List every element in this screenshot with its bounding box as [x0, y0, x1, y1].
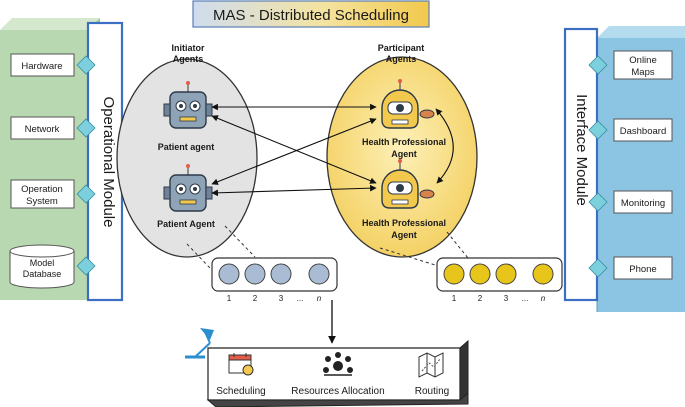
desk-lamp-icon [185, 328, 214, 359]
participant-queue-slot-2 [469, 263, 491, 285]
online-maps-box [613, 50, 673, 80]
participant-queue-label-ellipsis: ... [522, 294, 529, 303]
health-professional-label-1-line2: Agent [391, 149, 417, 159]
map-icon [418, 352, 444, 378]
phone-box [613, 256, 673, 280]
participant-group: Participant Agents Health Professional A… [326, 43, 478, 258]
agent-connections [211, 103, 454, 197]
operation-system-label-line1: Operation [21, 184, 63, 195]
service-resources-allocation-label: Resources Allocation [291, 386, 384, 397]
participant-queue-label-2: 2 [478, 294, 483, 303]
participant-queue-slot-1 [443, 263, 465, 285]
monitoring-label: Monitoring [621, 198, 665, 209]
participant-queue: 1 2 3 ... n [436, 257, 563, 303]
dashboard-label: Dashboard [620, 126, 666, 137]
participant-queue-slot-n [532, 263, 554, 285]
initiator-queue-slot-2 [244, 263, 266, 285]
health-professional-label-2-line2: Agent [391, 230, 417, 240]
network-box [10, 116, 75, 140]
model-database-label-line2: Database [23, 269, 62, 279]
initiator-queue-label-n: n [317, 294, 322, 303]
patient-robot-icon-2 [163, 164, 213, 212]
initiator-queue-slot-3 [270, 263, 292, 285]
resources-network-icon [323, 352, 353, 376]
operation-system-box [10, 179, 75, 209]
initiator-queue-label-1: 1 [227, 294, 232, 303]
arrow-hp1-hp2 [435, 108, 454, 184]
hardware-label: Hardware [21, 61, 62, 72]
initiator-queue-slot-1 [218, 263, 240, 285]
model-database-label-line1: Model [30, 258, 55, 268]
online-maps-label-line1: Online [629, 55, 656, 66]
health-professional-label-1-line1: Health Professional [362, 137, 446, 147]
participant-heading-line1: Participant [378, 43, 425, 53]
participant-queue-label-n: n [541, 294, 546, 303]
initiator-queue-slot-n [308, 263, 330, 285]
patient-agent-label-1: Patient agent [158, 142, 215, 152]
operational-module: Operational Module Hardware Network Oper… [0, 18, 124, 302]
online-maps-label-line2: Maps [631, 67, 654, 78]
operational-module-label: Operational Module [100, 97, 117, 228]
interface-module-label: Interface Module [573, 94, 590, 206]
patient-agent-label-2: Patient Agent [157, 219, 215, 229]
initiator-heading-line1: Initiator [172, 43, 205, 53]
operation-system-label-line2: System [26, 196, 58, 207]
database-icon [9, 244, 75, 289]
initiator-queue: 1 2 3 ... n [211, 257, 338, 303]
health-professional-robot-icon-1 [381, 79, 435, 129]
dashboard-box [613, 118, 673, 142]
service-routing-label: Routing [415, 386, 449, 397]
health-professional-robot-icon-2 [381, 159, 435, 209]
participant-queue-slot-3 [495, 263, 517, 285]
phone-label: Phone [629, 264, 656, 275]
initiator-heading-line2: Agents [173, 54, 204, 64]
operational-module-frame [86, 21, 124, 302]
interface-module: Interface Module Online Maps Dashboard M… [563, 26, 685, 312]
participant-queue-label-1: 1 [452, 294, 457, 303]
connector-diamonds-right [588, 55, 608, 278]
service-scheduling-label: Scheduling [216, 386, 265, 397]
initiator-queue-label-ellipsis: ... [297, 294, 304, 303]
health-professional-label-2-line1: Health Professional [362, 218, 446, 228]
queue-connectors [186, 225, 469, 269]
initiator-queue-label-3: 3 [279, 294, 284, 303]
network-label: Network [25, 124, 60, 135]
interface-module-frame [563, 27, 599, 302]
patient-robot-icon-1 [163, 81, 213, 129]
services-panel: Scheduling Resources Allocation Routing [185, 328, 469, 407]
hardware-box [10, 53, 75, 77]
connector-diamonds-left [76, 55, 96, 276]
participant-heading-line2: Agents [386, 54, 417, 64]
calendar-icon [228, 353, 254, 376]
arrow-patient2-hp1 [211, 118, 377, 185]
title-banner: MAS - Distributed Scheduling [192, 0, 430, 28]
participant-queue-label-3: 3 [504, 294, 509, 303]
initiator-group: Initiator Agents Patient agent Patient A… [116, 43, 258, 258]
arrow-patient2-hp2 [211, 184, 377, 197]
monitoring-box [613, 190, 673, 214]
diagram-title: MAS - Distributed Scheduling [213, 7, 409, 24]
initiator-queue-label-2: 2 [253, 294, 258, 303]
